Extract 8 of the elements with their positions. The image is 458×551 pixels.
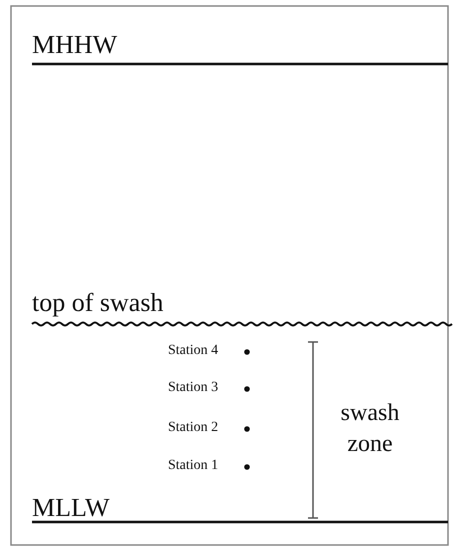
station-label: Station 4 xyxy=(168,343,218,359)
station-label: Station 2 xyxy=(168,420,218,436)
station-label: Station 1 xyxy=(168,458,218,474)
level-label: top of swash xyxy=(32,288,164,318)
station-label: Station 3 xyxy=(168,380,218,396)
zone-label: swash zone xyxy=(340,399,400,460)
level-label: MHHW xyxy=(32,30,118,60)
level-label: MLLW xyxy=(32,493,110,523)
